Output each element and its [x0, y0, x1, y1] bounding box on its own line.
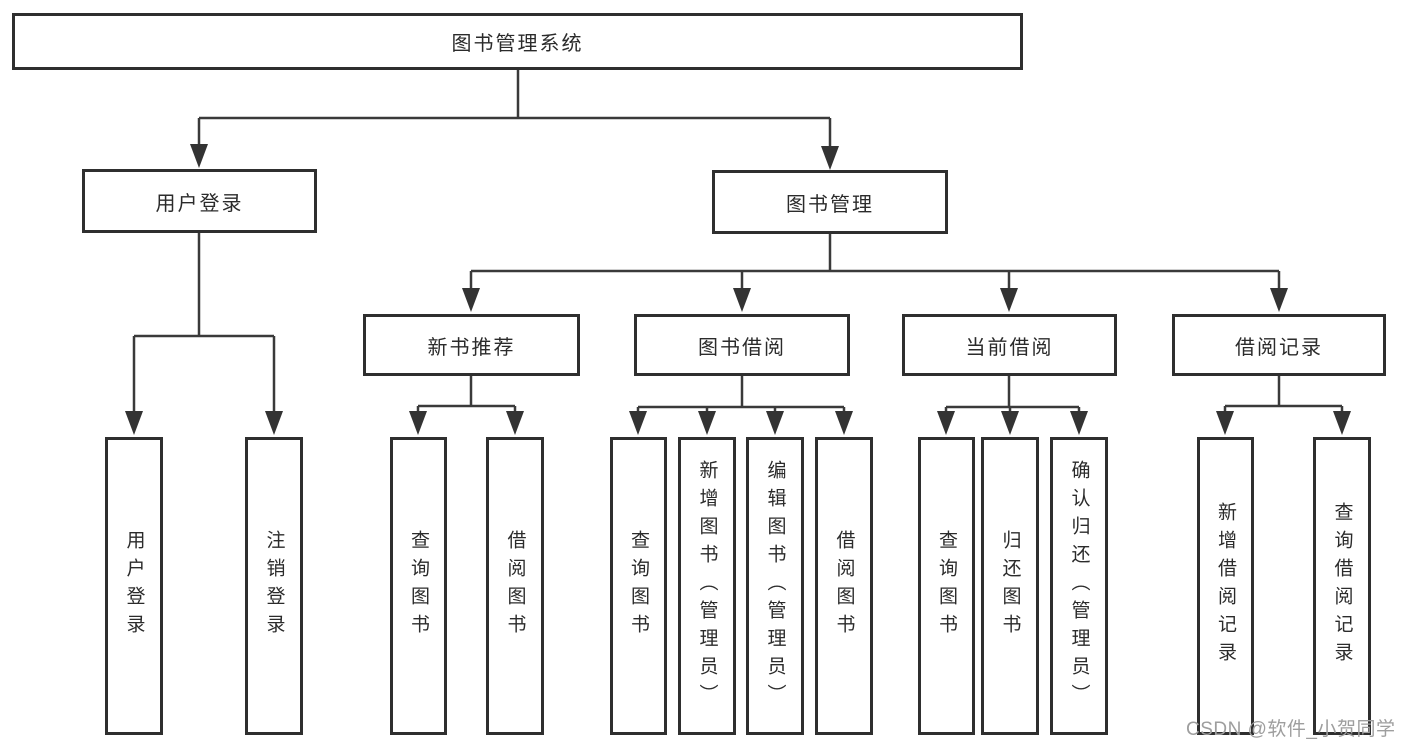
leaf-edit-book-admin: 编辑图书（管理员） — [746, 437, 804, 735]
leaf-borrow-books-recommend: 借阅图书 — [486, 437, 544, 735]
leaf-add-book-admin: 新增图书（管理员） — [678, 437, 736, 735]
csdn-watermark: CSDN @软件_小贺同学 — [1186, 719, 1396, 740]
leaf-confirm-return-admin: 确认归还（管理员） — [1050, 437, 1108, 735]
node-root-system: 图书管理系统 — [12, 13, 1023, 70]
leaf-user-login: 用户登录 — [105, 437, 163, 735]
leaf-query-books-borrow: 查询图书 — [610, 437, 667, 735]
arrowhead-icons — [125, 144, 1351, 435]
leaf-query-borrow-record: 查询借阅记录 — [1313, 437, 1371, 735]
node-book-borrow: 图书借阅 — [634, 314, 850, 376]
node-new-book-recommend: 新书推荐 — [363, 314, 580, 376]
node-user-login: 用户登录 — [82, 169, 317, 233]
node-book-management: 图书管理 — [712, 170, 948, 234]
node-borrow-records: 借阅记录 — [1172, 314, 1386, 376]
leaf-add-borrow-record: 新增借阅记录 — [1197, 437, 1254, 735]
leaf-borrow-books: 借阅图书 — [815, 437, 873, 735]
leaf-return-books: 归还图书 — [981, 437, 1039, 735]
leaf-query-books-recommend: 查询图书 — [390, 437, 447, 735]
leaf-query-books-current: 查询图书 — [918, 437, 975, 735]
leaf-logout: 注销登录 — [245, 437, 303, 735]
node-current-borrow: 当前借阅 — [902, 314, 1117, 376]
